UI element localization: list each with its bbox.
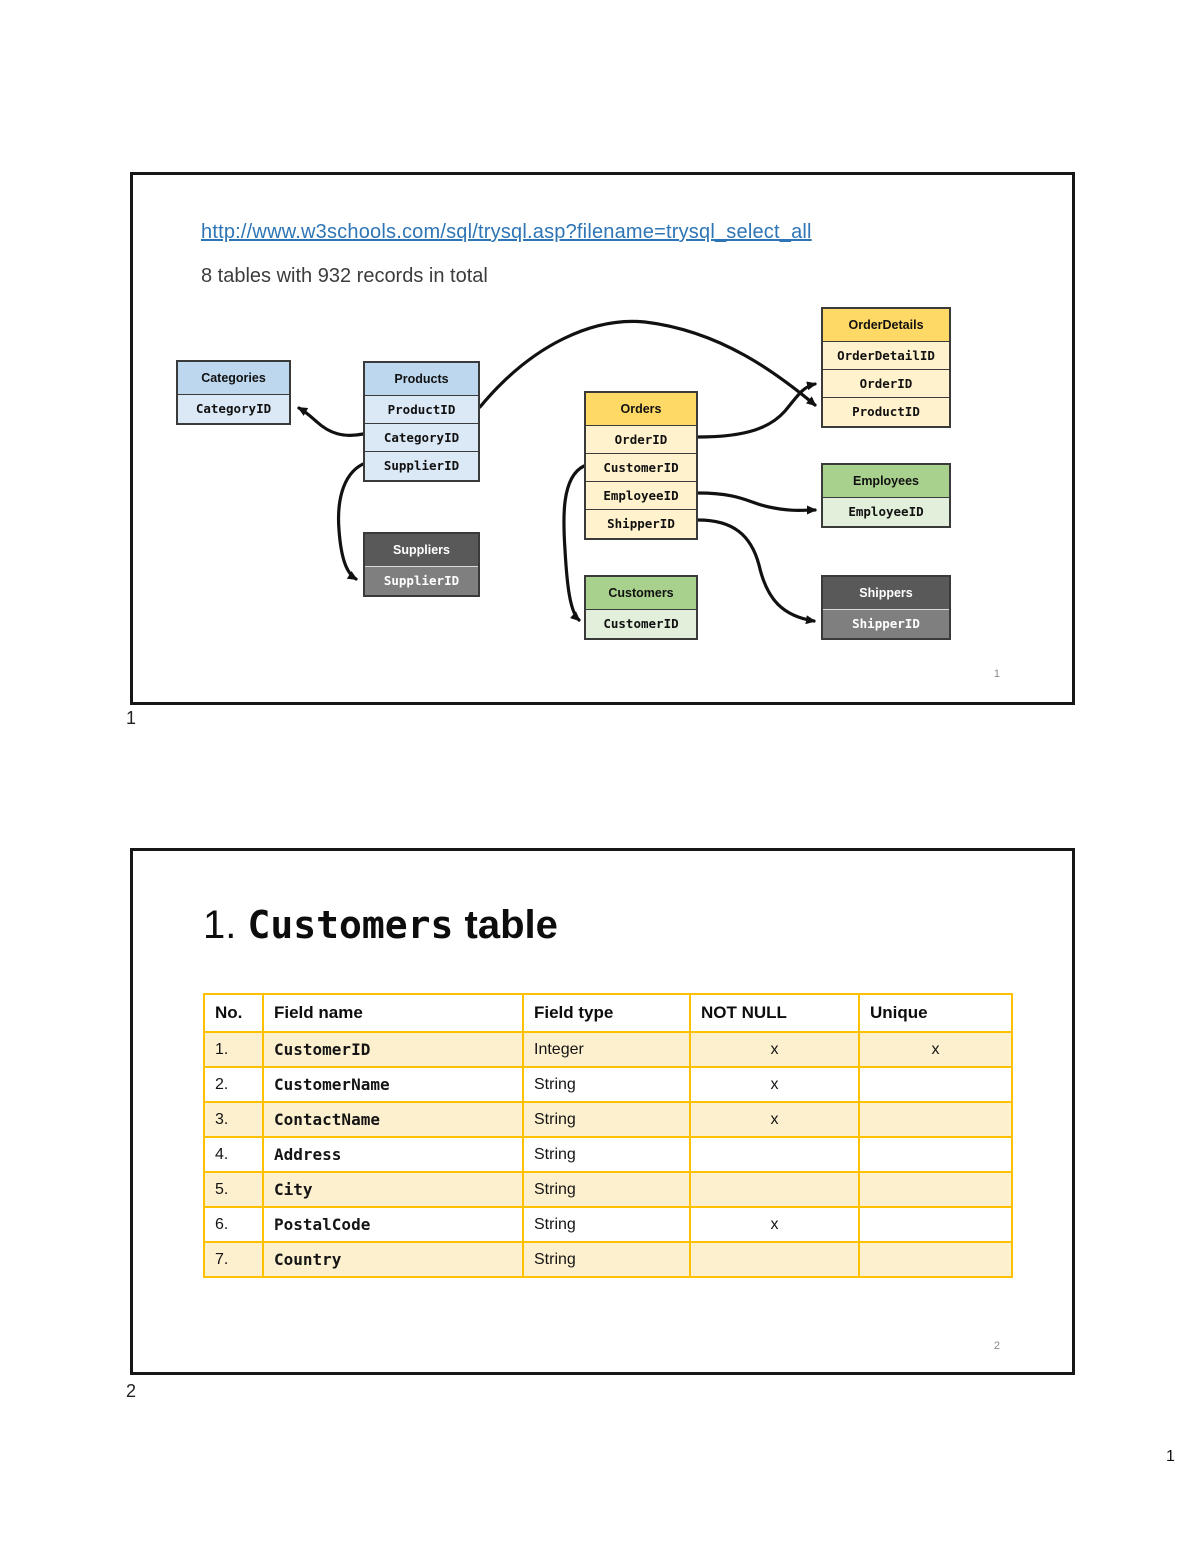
entity-orders-title: Orders: [586, 393, 696, 426]
slide2-sequence-label: 2: [126, 1381, 137, 1401]
arrow-orders-to-orderdetails: [696, 381, 817, 439]
col-header-unique: Unique: [858, 993, 1013, 1033]
entity-suppliers: Suppliers SupplierID: [363, 532, 480, 597]
entity-employees-title: Employees: [823, 465, 949, 498]
entity-orderdetails-field: OrderDetailID: [823, 342, 949, 370]
entity-employees: Employees EmployeeID: [821, 463, 951, 528]
arrow-products-to-suppliers: [336, 462, 365, 581]
entity-categories-title: Categories: [178, 362, 289, 395]
entity-products-title: Products: [365, 363, 478, 396]
cell-not-null: x: [689, 1031, 860, 1068]
cell-no: 4.: [203, 1136, 264, 1173]
table-header-row: No. Field name Field type NOT NULL Uniqu…: [203, 993, 1013, 1033]
slide-1: http://www.w3schools.com/sql/trysql.asp?…: [130, 172, 1075, 705]
arrow-orders-to-employees: [696, 491, 817, 515]
col-header-not-null: NOT NULL: [689, 993, 860, 1033]
w3schools-link[interactable]: http://www.w3schools.com/sql/trysql.asp?…: [201, 221, 812, 243]
entity-suppliers-title: Suppliers: [365, 534, 478, 567]
cell-field-name: Address: [262, 1136, 524, 1173]
cell-field-type: String: [522, 1206, 691, 1243]
cell-unique: [858, 1206, 1013, 1243]
table-row: 4. Address String: [203, 1136, 1013, 1173]
slide1-page-number: 1: [993, 668, 1000, 680]
cell-no: 6.: [203, 1206, 264, 1243]
cell-not-null: x: [689, 1206, 860, 1243]
slide2-page-number: 2: [993, 1340, 1000, 1352]
cell-not-null: [689, 1241, 860, 1278]
slide2-title-suffix: table: [464, 903, 558, 947]
entity-orderdetails: OrderDetails OrderDetailID OrderID Produ…: [821, 307, 951, 428]
cell-no: 3.: [203, 1101, 264, 1138]
cell-field-type: String: [522, 1066, 691, 1103]
cell-no: 2.: [203, 1066, 264, 1103]
arrow-products-to-categories: [297, 406, 365, 437]
cell-field-name: CustomerID: [262, 1031, 524, 1068]
slide1-sequence-label: 1: [126, 708, 137, 728]
cell-unique: [858, 1171, 1013, 1208]
cell-unique: [858, 1066, 1013, 1103]
cell-field-type: String: [522, 1136, 691, 1173]
entity-shippers: Shippers ShipperID: [821, 575, 951, 640]
entity-customers-title: Customers: [586, 577, 696, 610]
entity-shippers-field: ShipperID: [823, 610, 949, 638]
entity-orderdetails-field: ProductID: [823, 398, 949, 426]
entity-categories: Categories CategoryID: [176, 360, 291, 425]
entity-products-field: ProductID: [365, 396, 478, 424]
entity-shippers-title: Shippers: [823, 577, 949, 610]
entity-orders-field: ShipperID: [586, 510, 696, 538]
entity-products-field: CategoryID: [365, 424, 478, 452]
cell-not-null: [689, 1136, 860, 1173]
table-row: 2. CustomerName String x: [203, 1066, 1013, 1103]
cell-field-type: String: [522, 1241, 691, 1278]
table-row: 1. CustomerID Integer x x: [203, 1031, 1013, 1068]
cell-not-null: x: [689, 1066, 860, 1103]
entity-orders: Orders OrderID CustomerID EmployeeID Shi…: [584, 391, 698, 540]
cell-unique: x: [858, 1031, 1013, 1068]
entity-products: Products ProductID CategoryID SupplierID: [363, 361, 480, 482]
slide-2: 1. Customers table No. Field name Field …: [130, 848, 1075, 1375]
cell-not-null: [689, 1171, 860, 1208]
cell-field-name: Country: [262, 1241, 524, 1278]
slide2-title: 1. Customers table: [203, 903, 558, 948]
entity-categories-field: CategoryID: [178, 395, 289, 423]
cell-field-type: String: [522, 1101, 691, 1138]
document-page-number: 1: [1166, 1448, 1175, 1465]
arrow-orders-to-shippers: [696, 518, 816, 625]
entity-orderdetails-field: OrderID: [823, 370, 949, 398]
cell-field-type: Integer: [522, 1031, 691, 1068]
col-header-field-name: Field name: [262, 993, 524, 1033]
cell-no: 1.: [203, 1031, 264, 1068]
slide2-title-name: Customers: [247, 903, 454, 947]
entity-orders-field: EmployeeID: [586, 482, 696, 510]
arrow-orders-to-customers: [562, 464, 586, 622]
table-row: 5. City String: [203, 1171, 1013, 1208]
cell-no: 7.: [203, 1241, 264, 1278]
entity-products-field: SupplierID: [365, 452, 478, 480]
entity-orders-field: OrderID: [586, 426, 696, 454]
entity-orderdetails-title: OrderDetails: [823, 309, 949, 342]
entity-employees-field: EmployeeID: [823, 498, 949, 526]
slide1-subtitle: 8 tables with 932 records in total: [201, 265, 488, 287]
table-row: 6. PostalCode String x: [203, 1206, 1013, 1243]
table-row: 7. Country String: [203, 1241, 1013, 1278]
cell-unique: [858, 1136, 1013, 1173]
cell-unique: [858, 1101, 1013, 1138]
cell-field-name: ContactName: [262, 1101, 524, 1138]
entity-customers-field: CustomerID: [586, 610, 696, 638]
cell-not-null: x: [689, 1101, 860, 1138]
cell-field-name: PostalCode: [262, 1206, 524, 1243]
cell-field-name: City: [262, 1171, 524, 1208]
cell-field-name: CustomerName: [262, 1066, 524, 1103]
entity-suppliers-field: SupplierID: [365, 567, 478, 595]
col-header-no: No.: [203, 993, 264, 1033]
entity-orders-field: CustomerID: [586, 454, 696, 482]
col-header-field-type: Field type: [522, 993, 691, 1033]
customers-fields-table: No. Field name Field type NOT NULL Uniqu…: [203, 993, 1013, 1278]
cell-no: 5.: [203, 1171, 264, 1208]
table-row: 3. ContactName String x: [203, 1101, 1013, 1138]
cell-unique: [858, 1241, 1013, 1278]
entity-customers: Customers CustomerID: [584, 575, 698, 640]
slide2-title-number: 1.: [203, 903, 237, 947]
cell-field-type: String: [522, 1171, 691, 1208]
